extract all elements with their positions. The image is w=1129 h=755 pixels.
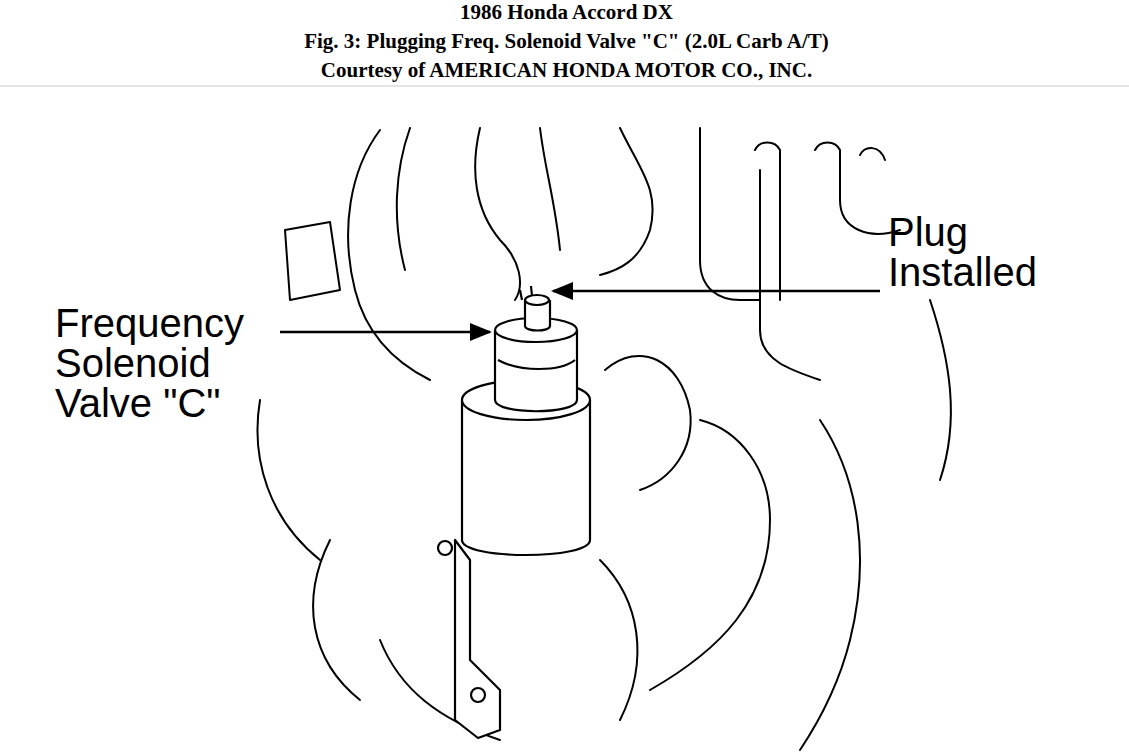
leader-line: [553, 290, 880, 293]
part-label: Plug Installed: [888, 212, 1078, 292]
leader-line: [280, 331, 490, 334]
engine-background: [258, 128, 951, 750]
heading-line: Fig. 3: Plugging Freq. Solenoid Valve "C…: [2, 29, 1129, 54]
frequency-solenoid-valve: [438, 286, 590, 738]
credit-line: Courtesy of AMERICAN HONDA MOTOR CO., IN…: [2, 58, 1129, 83]
header-rule: [0, 86, 1129, 87]
part-label: Frequency Solenoid Valve "C": [55, 303, 280, 423]
heading-line: 1986 Honda Accord DX: [2, 0, 1129, 25]
